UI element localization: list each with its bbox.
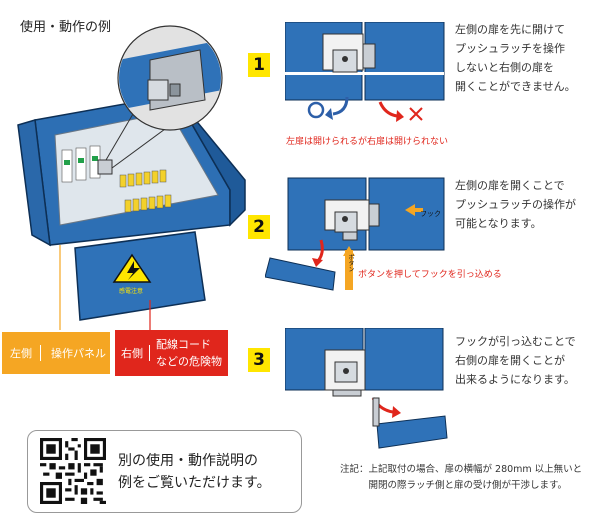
page-title: 使用・動作の例 (20, 20, 112, 35)
legend-left-side: 左側 (2, 345, 41, 361)
step-1-text: 左側の扉を先に開けて プッシュラッチを操作 しないと右側の扉を 開くことができま… (455, 23, 576, 93)
step-2-caption: ボタンを押してフックを引っ込める (358, 270, 502, 280)
step-1-caption: 左扉は開けられるが右扉は開けられない (286, 137, 449, 147)
step-3-number: 3 (248, 348, 270, 372)
legend-right-desc: 配線コード などの危険物 (156, 338, 222, 368)
legend-left-desc: 操作パネル (51, 347, 106, 360)
step-2-text: 左側の扉を開くことで プッシュラッチの操作が 可能となります。 (455, 179, 576, 230)
step-3-diagram (285, 328, 448, 449)
qr-caption: 別の使用・動作説明の 例をご覧いただけます。 (118, 453, 271, 491)
warning-label: 感電注意 (119, 288, 144, 295)
hook-label: フック (420, 210, 441, 218)
footnote: 注記：上記取付の場合、扉の横幅が 280mm 以上無いと 開閉の際ラッチ側と扉の… (340, 464, 583, 491)
legend-right-side: 右側 (115, 345, 150, 361)
button-label: ボタン (347, 254, 354, 272)
step-1-number: 1 (248, 53, 270, 77)
cabinet-illustration (17, 25, 246, 330)
qr-panel (27, 430, 302, 513)
legend-left: 左側 操作パネル (2, 332, 110, 374)
step-3-text: フックが引っ込むことで 右側の扉を開くことが 出来るようになります。 (455, 335, 576, 386)
step-2-diagram (265, 177, 445, 291)
step-1-diagram (285, 22, 445, 122)
step-2-number: 2 (248, 215, 270, 239)
qr-code-icon (40, 438, 106, 504)
legend-right: 右側 配線コード などの危険物 (115, 330, 228, 376)
